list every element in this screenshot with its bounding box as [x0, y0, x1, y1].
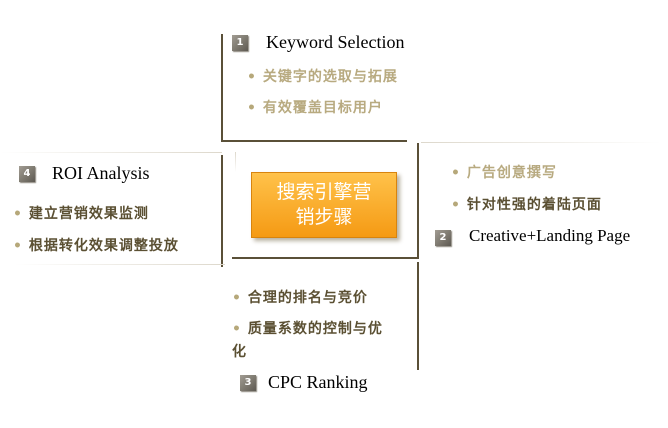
step-3-title: CPC Ranking [268, 372, 368, 392]
bullet-icon: • [13, 238, 23, 254]
step-2-title: Creative+Landing Page [469, 226, 631, 245]
step-3-item-3: 化 [232, 344, 247, 360]
step-2-item-2: • 针对性强的着陆页面 [451, 197, 602, 213]
step-4-item-1: • 建立营销效果监测 [13, 206, 149, 222]
step-3-item-2: • 质量系数的控制与优 [232, 321, 383, 337]
center-line-1: 搜索引擎营 [276, 181, 372, 203]
step-2-item-1: • 广告创意撰写 [451, 165, 557, 181]
bullet-icon: • [247, 100, 257, 116]
step-1-title: Keyword Selection [266, 32, 405, 52]
bullet-icon: • [232, 321, 242, 337]
guide-line-top-vertical [235, 152, 236, 172]
left-vertical-line [221, 155, 223, 267]
guide-line-right-top [421, 142, 661, 143]
step-3-number-badge: 3 [240, 375, 256, 391]
bullet-icon: • [247, 69, 257, 85]
step-4-title: ROI Analysis [52, 163, 150, 183]
bottom-horizontal-line [232, 257, 419, 259]
step-1-item-1: • 关键字的选取与拓展 [247, 69, 398, 85]
step-4-number-badge: 4 [19, 166, 35, 182]
bottom-right-vertical-line [417, 262, 419, 370]
step-1-item-2: • 有效覆盖目标用户 [247, 100, 383, 116]
top-horizontal-line [221, 140, 407, 142]
guide-line-left-bottom [15, 264, 225, 265]
center-line-2: 销步骤 [295, 206, 353, 228]
step-2-number-badge: 2 [435, 230, 451, 246]
bullet-icon: • [451, 197, 461, 213]
guide-line-left-top [0, 152, 222, 153]
top-left-vertical-line [221, 34, 223, 140]
bullet-icon: • [232, 290, 242, 306]
step-4-item-2: • 根据转化效果调整投放 [13, 238, 179, 254]
step-1-number-badge: 1 [232, 35, 248, 51]
bullet-icon: • [451, 165, 461, 181]
step-3-item-1: • 合理的排名与竞价 [232, 290, 368, 306]
bullet-icon: • [13, 206, 23, 222]
center-box: 搜索引擎营 销步骤 [251, 172, 397, 238]
right-vertical-line [417, 143, 419, 257]
